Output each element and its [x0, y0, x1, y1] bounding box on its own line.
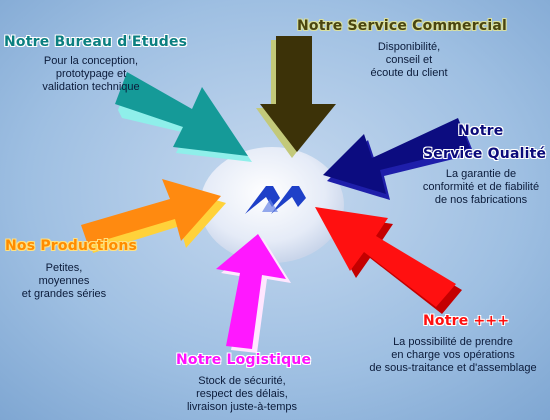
- productions-line: Petites,: [45, 262, 83, 274]
- productions-line: moyennes: [38, 275, 90, 287]
- plus-line: de sous-traitance et d'assemblage: [369, 362, 537, 374]
- bureau-etudes-line: prototypage et: [55, 68, 127, 80]
- productions-title: Nos Productions: [5, 238, 138, 254]
- arrow-service-commercial: [256, 36, 336, 158]
- logistique-description: Stock de sécurité, respect des délais, l…: [176, 375, 308, 414]
- logistique-title: Notre Logistique: [176, 352, 312, 368]
- bureau-etudes-title: Notre Bureau d'Etudes: [4, 34, 188, 50]
- service-qualite-title-line1: Notre: [458, 123, 504, 139]
- service-commercial-line: conseil et: [385, 54, 433, 66]
- productions-line: et grandes séries: [21, 288, 107, 300]
- service-qualite-title-line2: Service Qualité: [423, 146, 547, 162]
- service-commercial-line: écoute du client: [370, 67, 448, 79]
- arrow-service-qualite: [323, 118, 474, 200]
- productions-description: Petites, moyennes et grandes séries: [6, 262, 122, 301]
- logistique-line: respect des délais,: [196, 388, 288, 400]
- service-qualite-description: La garantie de conformité et de fiabilit…: [408, 168, 550, 207]
- service-qualite-line: conformité et de fiabilité: [422, 181, 540, 193]
- arrow-plus: [315, 207, 462, 314]
- logistique-line: livraison juste-à-temps: [186, 401, 298, 413]
- service-commercial-line: Disponibilité,: [377, 41, 441, 53]
- bureau-etudes-line: Pour la conception,: [43, 55, 139, 67]
- arrow-productions: [81, 179, 226, 253]
- service-commercial-description: Disponibilité, conseil et écoute du clie…: [354, 41, 464, 80]
- plus-line: La possibilité de prendre: [393, 336, 513, 348]
- plus-line: en charge vos opérations: [391, 349, 515, 361]
- service-qualite-line: La garantie de: [445, 168, 517, 180]
- logistique-line: Stock de sécurité,: [198, 375, 286, 387]
- bureau-etudes-line: validation technique: [42, 81, 140, 93]
- logo-icon: [245, 186, 306, 214]
- arrow-bureau-etudes: [115, 72, 252, 162]
- plus-description: La possibilité de prendre en charge vos …: [360, 336, 546, 375]
- plus-title: Notre +++: [423, 313, 510, 329]
- service-commercial-title: Notre Service Commercial: [297, 18, 507, 34]
- bureau-etudes-description: Pour la conception, prototypage et valid…: [14, 55, 168, 94]
- arrow-logistique: [216, 234, 291, 353]
- service-qualite-line: de nos fabrications: [434, 194, 528, 206]
